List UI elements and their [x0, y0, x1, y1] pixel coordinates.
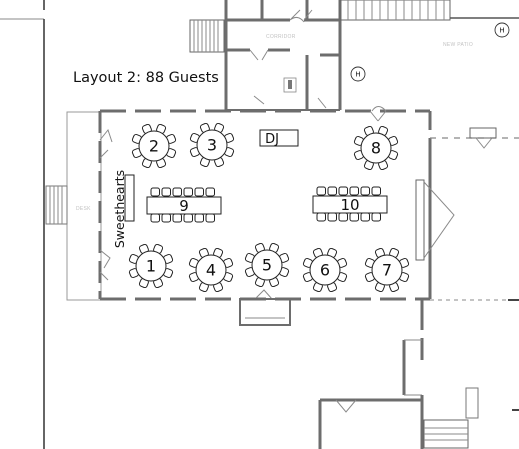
round-table-2: 2	[131, 123, 177, 169]
corridor-area	[189, 0, 519, 111]
chair	[161, 213, 171, 223]
ballroom-walls	[98, 106, 455, 326]
table-number: 10	[340, 196, 359, 214]
round-table-4: 4	[188, 247, 234, 293]
sweethearts-label: Sweethearts	[112, 170, 127, 248]
table-top	[196, 129, 228, 161]
chair	[172, 213, 182, 223]
dj-booth: DJ	[259, 129, 299, 147]
chair	[327, 186, 337, 196]
table-top	[251, 249, 283, 281]
banquet-tables-group: 9 10	[146, 186, 388, 223]
table-number: 3	[207, 136, 217, 155]
chair	[183, 213, 193, 223]
round-table-8: 8	[353, 125, 399, 171]
svg-text:H: H	[355, 71, 360, 79]
chair	[205, 213, 215, 223]
chair	[316, 186, 326, 196]
table-number: 5	[262, 256, 272, 275]
svg-text:H: H	[499, 27, 504, 35]
round-tables-group: 1 2 3 4 5 6 7 8	[128, 122, 410, 293]
banquet-table-10: 10	[312, 186, 388, 222]
table-top	[138, 130, 170, 162]
desk-label: DESK	[76, 206, 91, 212]
chair	[338, 186, 348, 196]
chair	[327, 212, 337, 222]
table-number: 9	[179, 197, 189, 215]
table-number: 8	[371, 139, 381, 158]
right-exterior	[318, 127, 519, 449]
chair	[360, 186, 370, 196]
banquet-table-9: 9	[146, 187, 222, 223]
chair	[194, 187, 204, 197]
chair	[349, 186, 359, 196]
new-patio-label: NEW PATIO	[443, 42, 473, 48]
chair	[371, 186, 381, 196]
layout-title: Layout 2: 88 Guests	[73, 70, 219, 86]
round-table-6: 6	[302, 247, 348, 293]
table-number: 4	[206, 261, 216, 280]
table-top	[312, 195, 388, 214]
table-top	[371, 254, 403, 286]
chair	[205, 187, 215, 197]
left-building-outline	[0, 0, 45, 449]
chair	[316, 212, 326, 222]
table-number: 1	[146, 257, 156, 276]
chair	[371, 212, 381, 222]
chair	[338, 212, 348, 222]
chair	[150, 213, 160, 223]
round-table-5: 5	[244, 242, 290, 288]
round-table-7: 7	[364, 247, 410, 293]
table-number: 2	[149, 137, 159, 156]
chair	[172, 187, 182, 197]
round-table-3: 3	[189, 122, 235, 168]
table-number: 7	[382, 261, 392, 280]
chair	[150, 187, 160, 197]
table-top	[195, 254, 227, 286]
table-number: 6	[320, 261, 330, 280]
round-table-1: 1	[128, 243, 174, 289]
chair	[161, 187, 171, 197]
corridor-label: CORRIDOR	[266, 34, 296, 40]
table-top	[135, 250, 167, 282]
chair	[349, 212, 359, 222]
table-top	[146, 196, 222, 215]
table-top	[309, 254, 341, 286]
front-porch	[45, 111, 102, 301]
dj-label: DJ	[265, 132, 279, 147]
chair	[183, 187, 193, 197]
accessible-marker-corridor: H	[350, 66, 366, 82]
chair	[360, 212, 370, 222]
chair	[194, 213, 204, 223]
sweethearts-table: Sweethearts	[112, 170, 135, 248]
accessible-marker-top-right: H	[494, 22, 510, 38]
table-top	[360, 132, 392, 164]
